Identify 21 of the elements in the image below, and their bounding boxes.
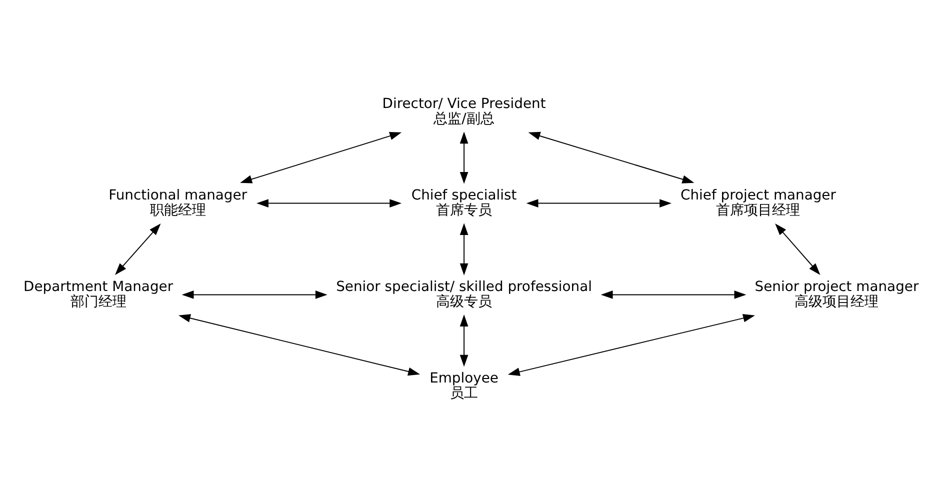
arrow	[460, 314, 468, 367]
arrow	[178, 314, 420, 376]
arrow	[256, 199, 402, 208]
node-text: Chief specialist 首席专员	[411, 188, 517, 218]
arrow	[526, 199, 672, 208]
node-text: Department Manager 部门经理	[24, 278, 174, 310]
node-text: Director/ Vice President 总监/副总	[382, 96, 546, 127]
arrow	[182, 290, 328, 299]
arrow	[240, 132, 402, 184]
arrow	[600, 290, 746, 299]
node-text: Employee 员工	[430, 370, 498, 402]
arrow	[460, 223, 468, 276]
arrow	[775, 223, 820, 275]
arrow	[460, 132, 468, 184]
node-text: Chief project manager 首席项目经理	[680, 188, 836, 218]
arrow	[115, 223, 161, 275]
node-text: Senior project manager 高级项目经理	[754, 278, 919, 310]
node-text: Functional manager 职能经理	[108, 188, 248, 218]
node-text: Senior specialist/ skilled professional 高级专员	[336, 278, 592, 310]
arrow	[528, 132, 694, 184]
arrow	[508, 314, 756, 376]
